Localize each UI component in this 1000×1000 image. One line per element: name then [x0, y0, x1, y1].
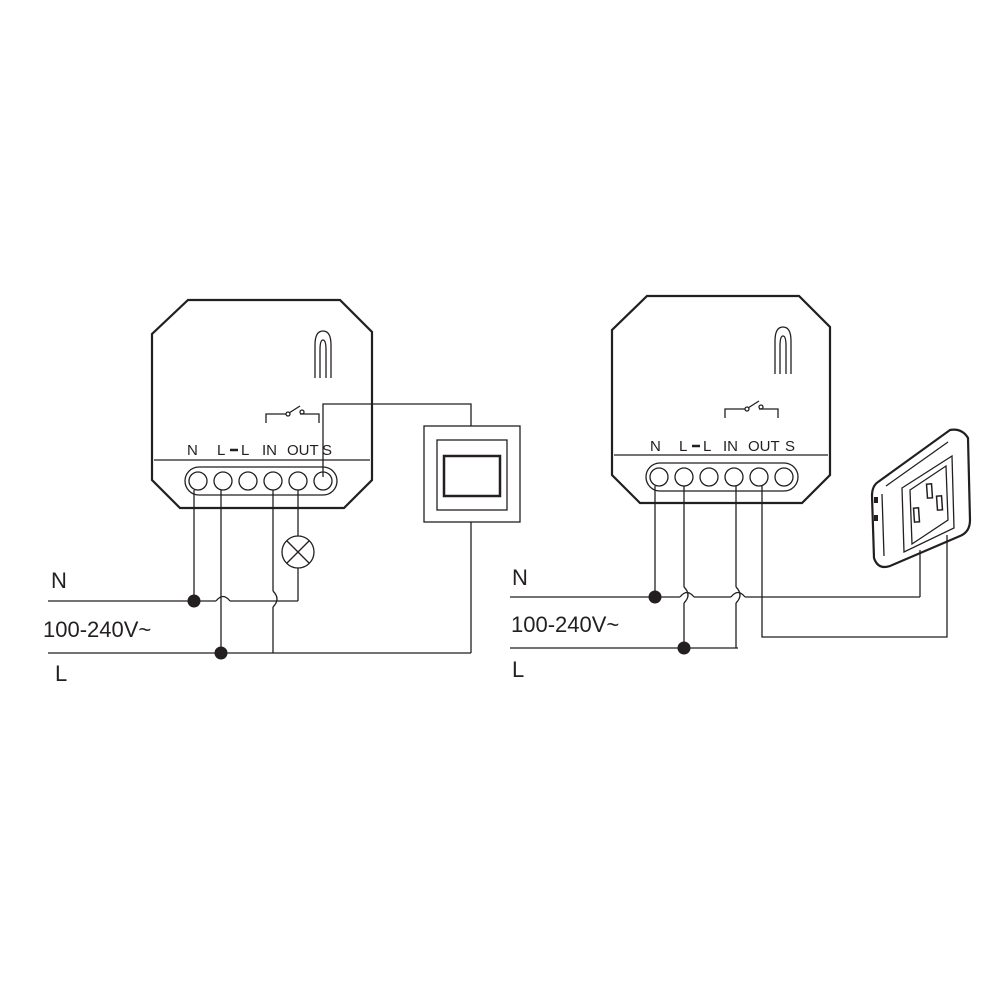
right-neutral-label: N	[512, 565, 528, 590]
left-live-junction	[214, 646, 228, 660]
left-live-label: L	[55, 661, 67, 686]
right-neutral-junction	[648, 590, 662, 604]
right-voltage-label: 100-240V~	[511, 612, 619, 637]
right-terminal-out-label: OUT	[748, 438, 780, 455]
left-voltage-label: 100-240V~	[43, 617, 151, 642]
left-wiring-diagram: N L L IN OUT S	[43, 298, 521, 686]
right-live-junction	[677, 641, 691, 655]
right-relay-contact-icon	[724, 400, 779, 418]
right-terminal-n-label: N	[650, 438, 661, 455]
left-antenna-icon	[314, 330, 332, 378]
left-terminal-out-label: OUT	[287, 442, 319, 459]
right-terminal-block	[645, 462, 799, 492]
left-terminal-block	[184, 466, 338, 496]
right-terminal-l2-label: L	[703, 438, 711, 455]
left-terminal-l2-label: L	[241, 442, 249, 459]
left-lamp-icon	[281, 535, 315, 569]
left-junctions	[187, 594, 228, 660]
right-terminal-labels: N L L IN OUT S	[650, 438, 795, 455]
right-terminal-s-label: S	[785, 438, 795, 455]
left-wall-switch-icon	[423, 425, 521, 523]
left-terminal-labels: N L L IN OUT S	[187, 442, 332, 459]
right-relay-module	[610, 294, 832, 505]
left-terminal-in-label: IN	[262, 442, 277, 459]
left-relay-module	[150, 298, 374, 510]
left-neutral-label: N	[51, 568, 67, 593]
left-wires	[48, 403, 472, 654]
right-terminal-in-label: IN	[723, 438, 738, 455]
right-antenna-icon	[774, 326, 792, 374]
right-wiring-diagram: N L L IN OUT S	[510, 294, 972, 682]
left-neutral-junction	[187, 594, 201, 608]
left-relay-contact-icon	[265, 405, 320, 423]
right-live-label: L	[512, 657, 524, 682]
right-junctions	[648, 590, 691, 655]
right-terminal-l1-label: L	[679, 438, 687, 455]
left-terminal-n-label: N	[187, 442, 198, 459]
left-terminal-l1-label: L	[217, 442, 225, 459]
right-power-socket-icon	[870, 428, 972, 569]
left-terminal-s-label: S	[322, 442, 332, 459]
